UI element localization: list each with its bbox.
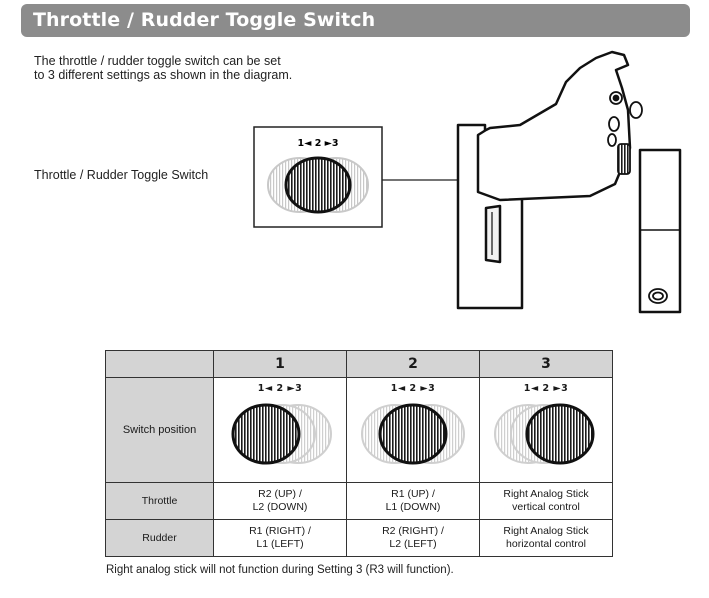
throttle-cell-2-line-1: R1 (UP) / [391,488,435,500]
table-row-throttle: Throttle R2 (UP) / L2 (DOWN) R1 (UP) / L… [105,482,613,520]
rudder-cell-2-line-2: L2 (LEFT) [389,538,437,550]
switch-position-cell-1: 1◄ 2 ►3 [213,377,347,483]
callout-arrows-label: 1◄ 2 ►3 [297,138,338,149]
throttle-diagram: 1◄ 2 ►3 [253,50,682,314]
switch-position-2-icon [361,403,465,465]
throttle-cell-3: Right Analog Stick vertical control [479,482,613,520]
switch-position-3-icon [494,403,595,465]
arrows-label-3: 1◄ 2 ►3 [523,383,569,394]
throttle-cell-1-line-1: R2 (UP) / [258,488,302,500]
arrows-label-1: 1◄ 2 ►3 [257,383,303,394]
rudder-cell-1: R1 (RIGHT) / L1 (LEFT) [213,519,347,557]
throttle-cell-1-line-2: L2 (DOWN) [252,501,308,513]
throttle-cell-3-line-2: vertical control [512,501,580,513]
section-title: Throttle / Rudder Toggle Switch [33,9,376,31]
table-row-switch-position: Switch position 1◄ 2 ►3 1◄ 2 ►3 1◄ [105,377,613,483]
rudder-cell-1-line-1: R1 (RIGHT) / [249,525,311,537]
switch-position-cell-2: 1◄ 2 ►3 [346,377,480,483]
switch-position-1-icon [231,403,332,465]
switch-position-cell-3: 1◄ 2 ►3 [479,377,613,483]
throttle-cell-2: R1 (UP) / L1 (DOWN) [346,482,480,520]
rudder-cell-3-line-2: horizontal control [506,538,586,550]
row-header-switch-position: Switch position [105,377,214,483]
rudder-cell-3-line-1: Right Analog Stick [503,525,589,537]
throttle-cell-2-line-2: L1 (DOWN) [385,501,441,513]
intro-line-2: to 3 different settings as shown in the … [34,68,293,82]
table-row-rudder: Rudder R1 (RIGHT) / L1 (LEFT) R2 (RIGHT)… [105,519,613,557]
rudder-cell-2: R2 (RIGHT) / L2 (LEFT) [346,519,480,557]
row-header-throttle: Throttle [105,482,214,520]
rudder-cell-2-line-1: R2 (RIGHT) / [382,525,444,537]
throttle-cell-1: R2 (UP) / L2 (DOWN) [213,482,347,520]
column-header-2: 2 [346,350,480,378]
switch-callout-label: Throttle / Rudder Toggle Switch [34,168,209,182]
arrows-label-2: 1◄ 2 ►3 [390,383,436,394]
section-header: Throttle / Rudder Toggle Switch [21,4,690,37]
footnote: Right analog stick will not function dur… [106,564,454,576]
column-header-1: 1 [213,350,347,378]
throttle-cell-3-line-1: Right Analog Stick [503,488,589,500]
row-header-rudder: Rudder [105,519,214,557]
rudder-cell-3: Right Analog Stick horizontal control [479,519,613,557]
rudder-cell-1-line-2: L1 (LEFT) [256,538,304,550]
intro-text: The throttle / rudder toggle switch can … [34,54,292,82]
table-header-row: 1 2 3 [105,350,613,378]
table-corner-cell [105,350,214,378]
throttle-controller-illustration [456,50,682,314]
column-header-3: 3 [479,350,613,378]
settings-table: 1 2 3 Switch position 1◄ 2 ►3 1◄ 2 ►3 [105,350,613,557]
intro-line-1: The throttle / rudder toggle switch can … [34,54,281,68]
callout-switch-icon [267,156,369,214]
controller-buttons-illustration [607,91,668,304]
